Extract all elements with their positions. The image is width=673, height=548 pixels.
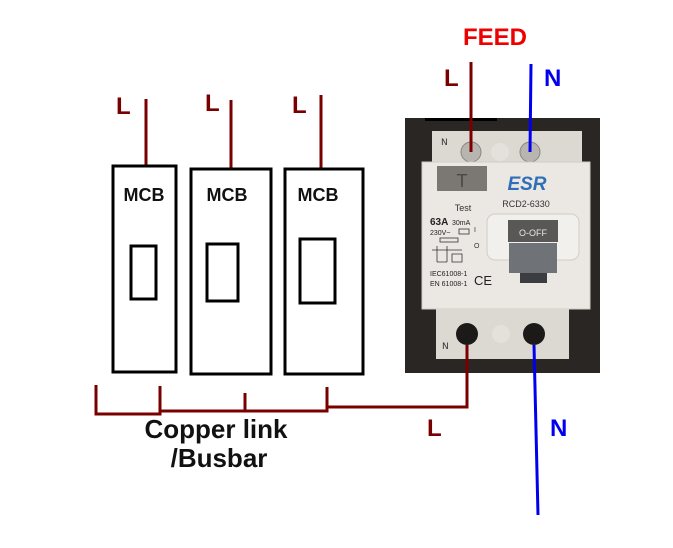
mcb-2: L MCB	[189, 90, 273, 376]
mcb-1-label: MCB	[124, 185, 165, 205]
mcb-1-toggle[interactable]	[129, 244, 158, 301]
busbar-label-line-1: Copper link	[144, 414, 288, 444]
rcd-device: N T Test ESR RCD2-6330 63A 30mA 230V~ I …	[405, 118, 600, 373]
rcd-switch-lever[interactable]	[509, 243, 557, 273]
busbar-segment-2	[160, 393, 247, 413]
bottom-neutral-terminal	[523, 323, 545, 345]
rcd-toggle-on-mark: I	[474, 227, 476, 234]
bottom-live-terminal	[456, 323, 478, 345]
rcd-switch-off-window	[508, 220, 558, 242]
feed-neutral-wire	[528, 63, 533, 153]
rcd-standard-2: EN 61008-1	[430, 281, 467, 288]
rcd-test-button[interactable]	[437, 166, 487, 191]
output-live-label: L	[427, 415, 442, 442]
ce-mark: CE	[474, 273, 492, 288]
feed-live-label: L	[444, 65, 459, 92]
output-neutral-label: N	[550, 415, 567, 442]
rcd-switch-label: O-OFF	[519, 228, 547, 238]
rcd-rating: 63A	[430, 217, 448, 228]
rcd-neutral-out-wire	[532, 344, 540, 516]
rcd-standard-1: IEC61008-1	[430, 271, 467, 278]
rcd-voltage: 230V~	[430, 230, 450, 237]
rcd-circuit-symbol	[432, 246, 463, 263]
busbar-label-line-2: /Busbar	[171, 443, 268, 473]
mcb-3-label: MCB	[298, 185, 339, 205]
bottom-blank-terminal	[492, 325, 510, 343]
mcb-2-supply-label: L	[205, 90, 220, 117]
rcd-live-out-to-busbar-wire	[327, 345, 469, 409]
rcd-model: RCD2-6330	[502, 199, 550, 209]
mcb-3-supply-label: L	[292, 92, 307, 119]
mcb-3-toggle[interactable]	[298, 237, 337, 305]
feed-title: FEED	[463, 24, 527, 51]
top-blank-terminal	[491, 143, 509, 161]
rcd-toggle-off-mark: O	[474, 243, 480, 250]
feed-neutral-label: N	[544, 65, 561, 92]
rcd-test-label: Test	[455, 203, 472, 213]
mcb-1: L MCB	[111, 93, 178, 374]
rcd-top-n-label: N	[441, 138, 448, 148]
busbar-segment-3	[245, 387, 329, 413]
mcb-2-label: MCB	[207, 185, 248, 205]
mcb-3: L MCB	[283, 92, 365, 376]
test-button-glyph: T	[457, 171, 468, 191]
mcb-2-toggle[interactable]	[205, 242, 240, 303]
rcd-bottom-n-label: N	[442, 342, 449, 352]
busbar-segment-1	[94, 385, 162, 416]
mcb-1-supply-label: L	[116, 93, 131, 120]
rcd-sensitivity: 30mA	[452, 220, 471, 227]
rcd-brand: ESR	[507, 174, 546, 195]
